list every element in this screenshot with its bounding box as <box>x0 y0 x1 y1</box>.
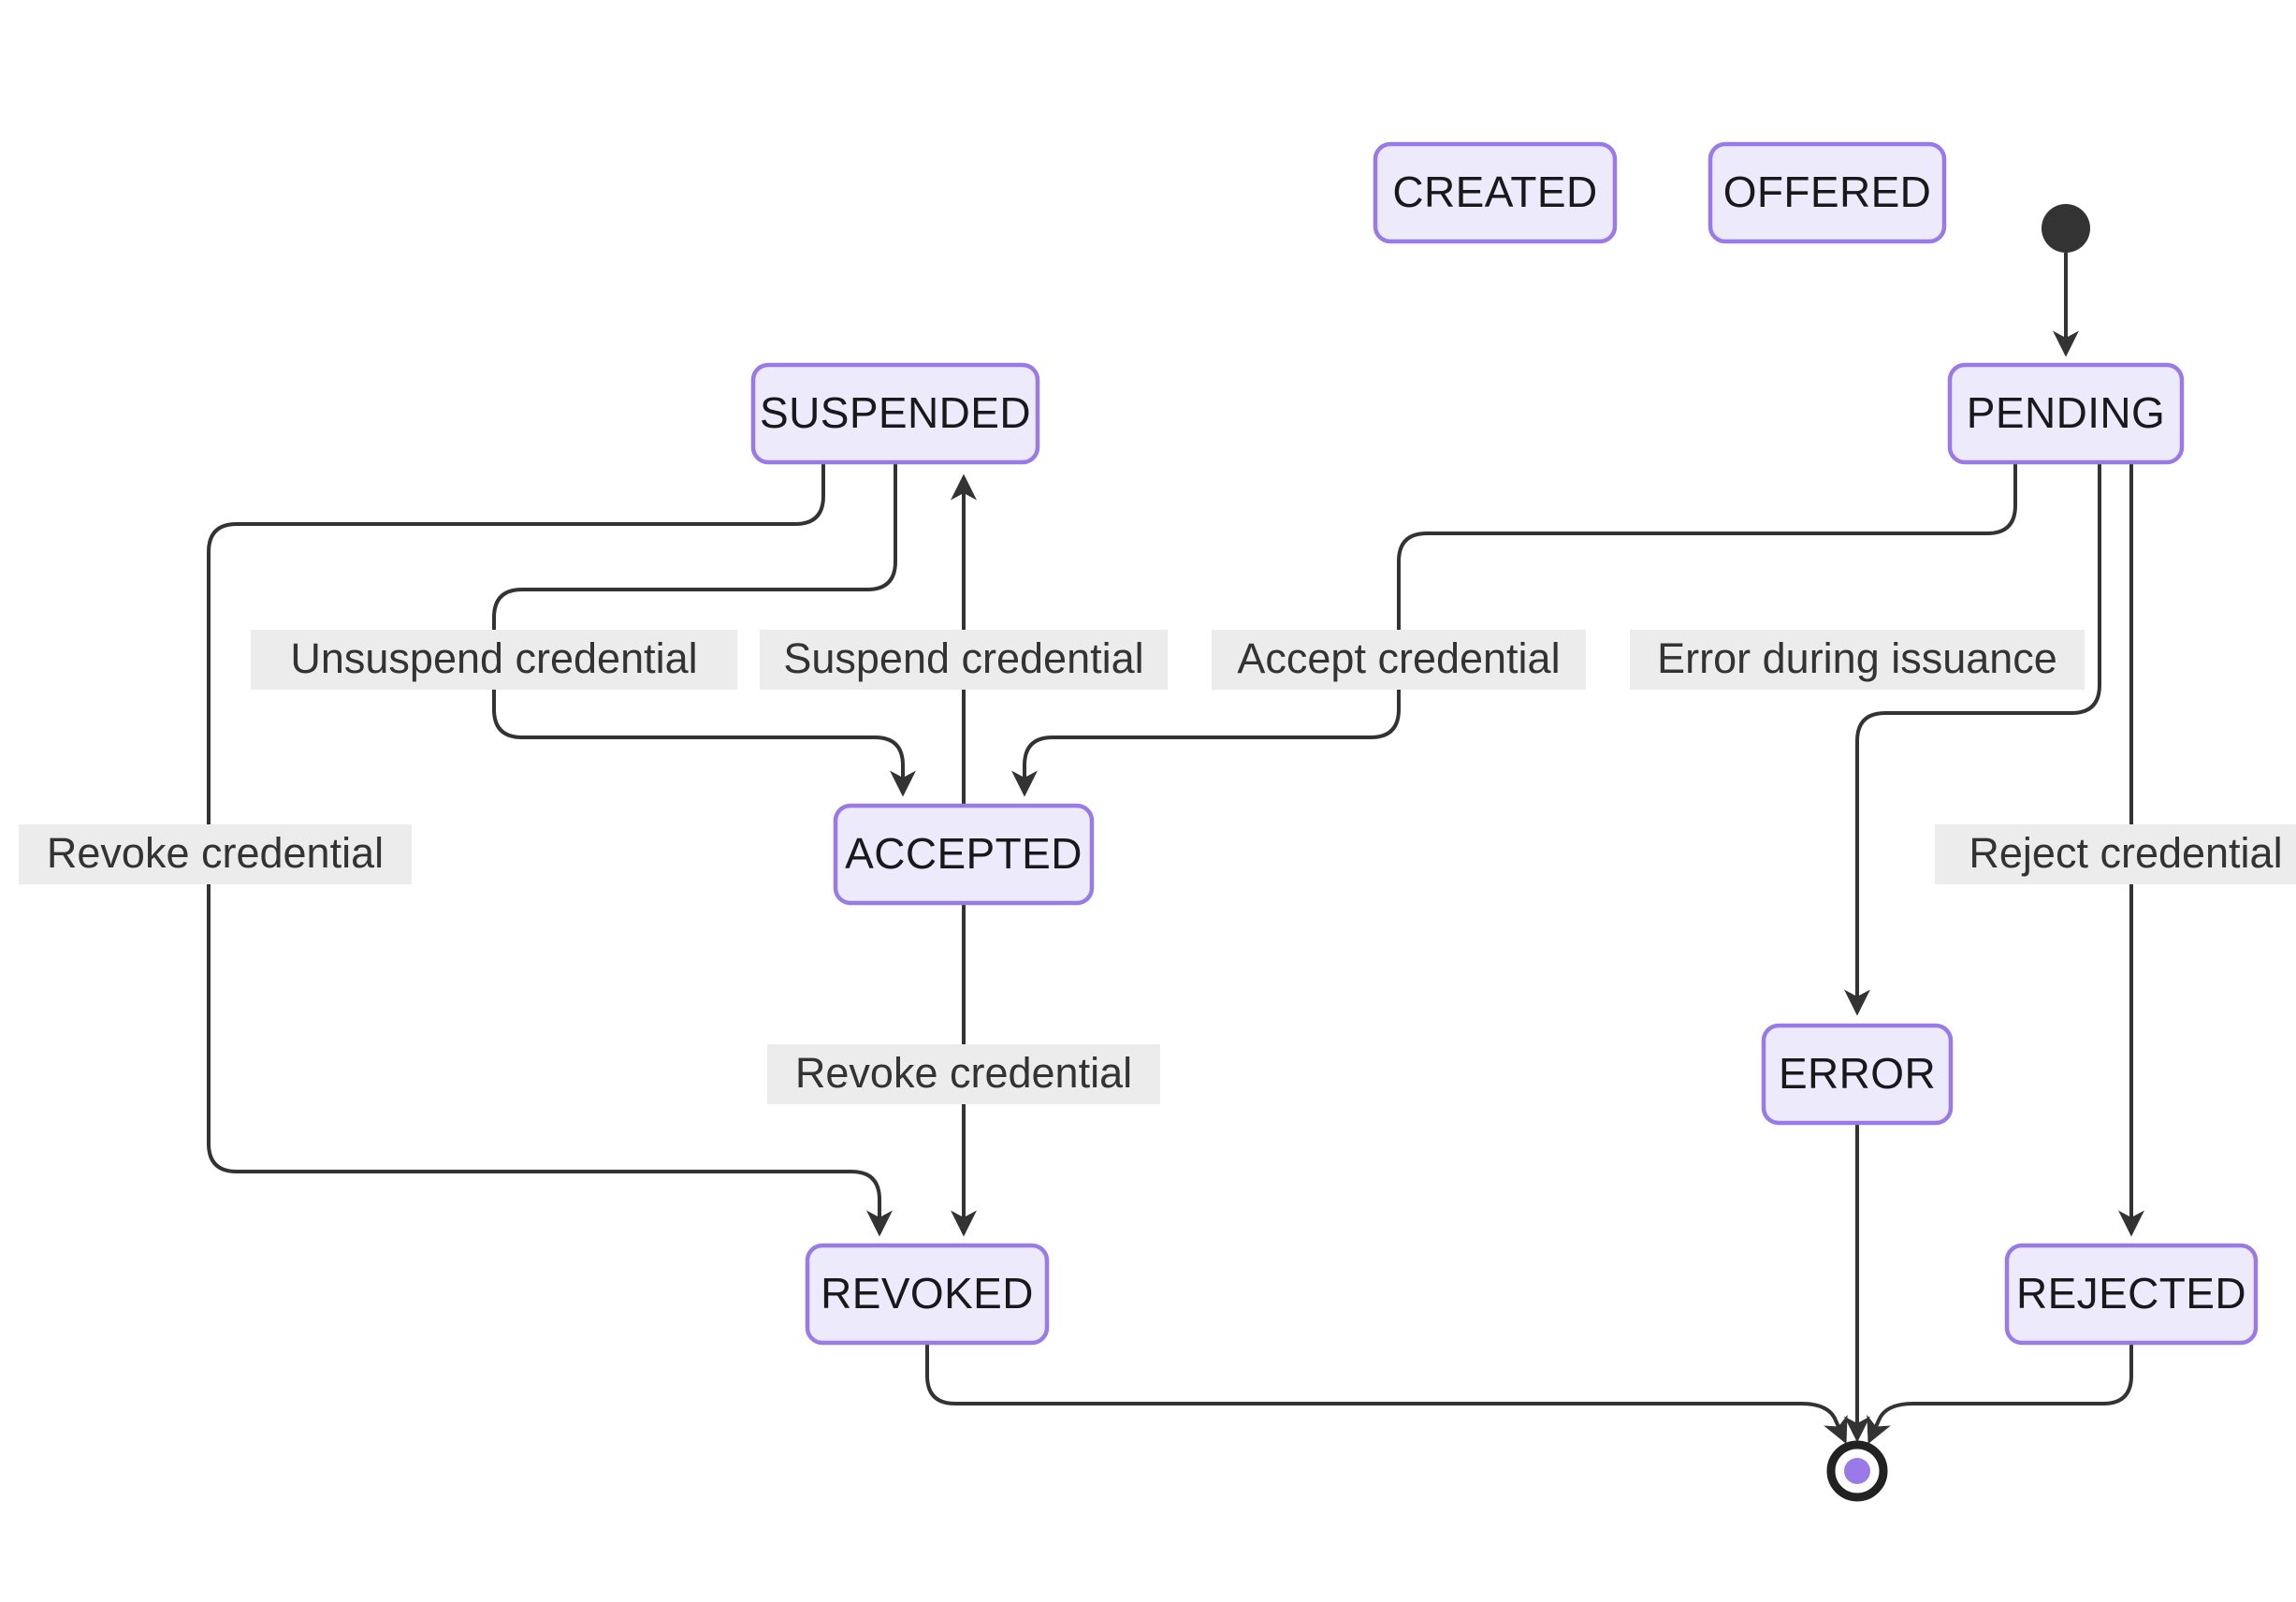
edge-label-revoke-credential-center: Revoke credential <box>767 1044 1160 1104</box>
state-node-suspended[interactable]: SUSPENDED <box>750 362 1040 465</box>
edge-label-text: Error during issuance <box>1657 634 2057 682</box>
edge-label-text: Accept credential <box>1237 634 1560 682</box>
edges-layer <box>207 253 2144 1445</box>
edge-label-revoke-credential-left: Revoke credential <box>19 824 412 884</box>
end-state-node[interactable] <box>1826 1440 1888 1502</box>
state-label: ERROR <box>1779 1049 1936 1098</box>
edge-label-error-during-issuance: Error during issuance <box>1630 630 2085 690</box>
edge-label-text: Revoke credential <box>795 1049 1132 1097</box>
state-label: REVOKED <box>821 1269 1034 1318</box>
state-node-created[interactable]: CREATED <box>1373 141 1618 244</box>
edge-label-accept-credential: Accept credential <box>1212 630 1586 690</box>
start-state-node[interactable] <box>2042 204 2090 253</box>
state-node-pending[interactable]: PENDING <box>1947 362 2185 465</box>
edge-label-suspend-credential: Suspend credential <box>760 630 1168 690</box>
edge-revoked-to-end <box>925 1343 1848 1445</box>
state-node-accepted[interactable]: ACCEPTED <box>833 803 1095 906</box>
state-node-offered[interactable]: OFFERED <box>1707 141 1947 244</box>
state-label: CREATED <box>1392 167 1597 216</box>
edge-pending-to-error <box>1844 462 2101 1016</box>
state-label: OFFERED <box>1723 167 1932 216</box>
state-label: SUSPENDED <box>760 388 1031 437</box>
state-label: REJECTED <box>2016 1269 2246 1318</box>
state-node-revoked[interactable]: REVOKED <box>805 1243 1050 1346</box>
edge-label-text: Reject credential <box>1969 829 2282 877</box>
edge-pending-to-accepted <box>1011 462 2017 797</box>
edge-label-unsuspend-credential: Unsuspend credential <box>251 630 737 690</box>
edge-label-text: Suspend credential <box>783 634 1143 682</box>
edge-label-text: Revoke credential <box>47 829 384 877</box>
terminal-nodes-layer <box>1826 204 2090 1502</box>
state-label: PENDING <box>1967 388 2165 437</box>
state-node-rejected[interactable]: REJECTED <box>2004 1243 2259 1346</box>
edge-labels-layer: Unsuspend credential Suspend credential … <box>19 630 2296 1104</box>
edge-rejected-to-end <box>1867 1343 2133 1445</box>
state-node-error[interactable]: ERROR <box>1761 1023 1954 1126</box>
edge-label-reject-credential: Reject credential <box>1935 824 2296 884</box>
state-label: ACCEPTED <box>845 829 1083 878</box>
states-layer: CREATED OFFERED PENDING SUSPENDED ACCEPT… <box>750 141 2259 1346</box>
edge-label-text: Unsuspend credential <box>290 634 697 682</box>
edge-suspended-to-accepted <box>492 462 916 797</box>
